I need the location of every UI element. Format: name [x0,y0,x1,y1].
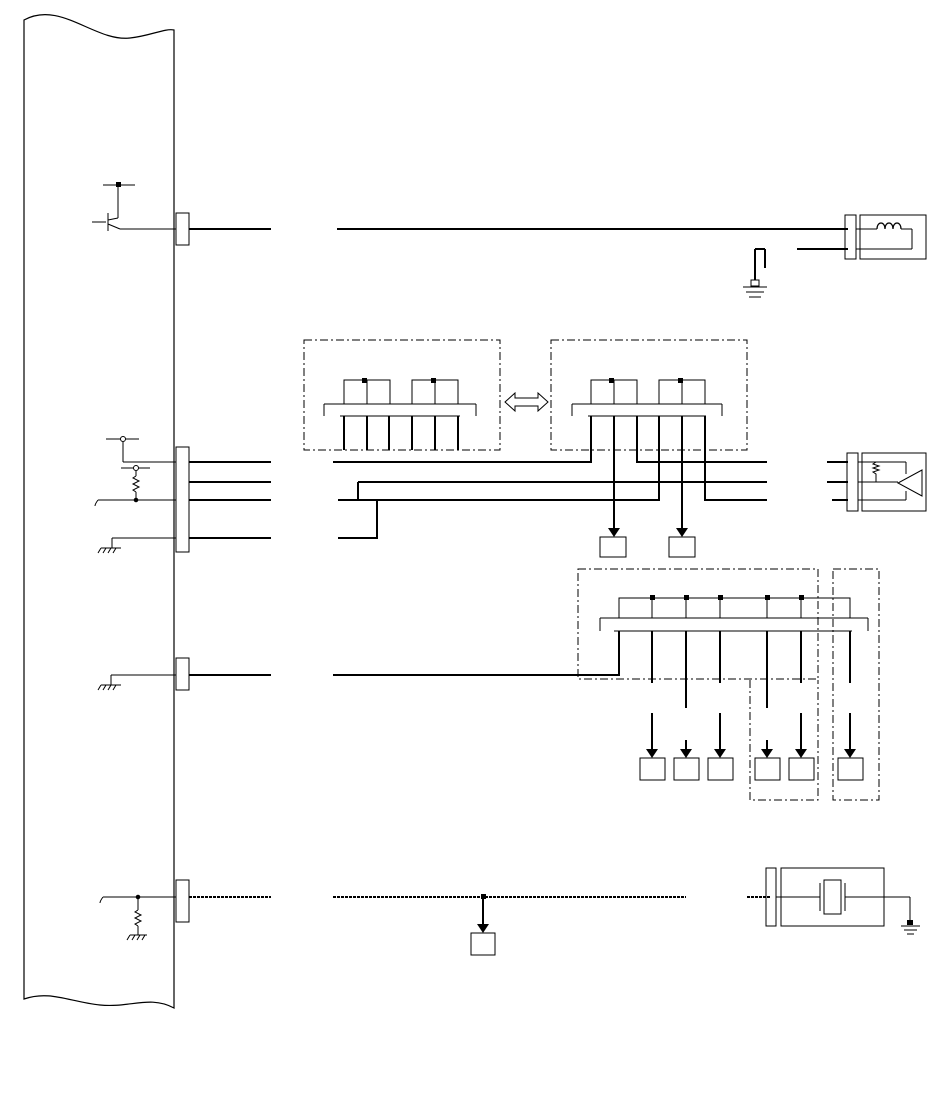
crystal-icon [823,879,842,915]
terminal-box [837,757,864,781]
connector-1 [175,212,190,246]
terminal-box [599,536,627,558]
connector-4 [175,879,190,923]
transistor-output-circuit [92,182,927,298]
arrow-down-icon [761,749,773,758]
resistor-icon [871,461,881,482]
double-arrow-icon [504,391,549,413]
arrow-down-icon [608,528,620,537]
arrow-down-icon [477,924,489,933]
arrow-down-icon [676,528,688,537]
arrow-down-icon [714,749,726,758]
terminal-box [707,757,734,781]
sensor-component [827,452,927,512]
arrow-down-icon [795,749,807,758]
terminal-box [754,757,781,781]
arrow-down-icon [844,749,856,758]
coil-connector [844,214,857,260]
terminal-box [668,536,696,558]
arrow-down-icon [680,749,692,758]
terminal-box [639,757,666,781]
ground-symbol [750,279,760,287]
arrow-down-icon [646,749,658,758]
coil-component [859,214,927,260]
connector-3 [175,657,190,691]
terminal-box [470,932,496,956]
terminal-box [788,757,815,781]
resistor-icon [131,475,141,493]
amplifier-icon [896,469,923,497]
module-block-right [550,339,748,451]
terminal-box [673,757,700,781]
resistor-icon [133,909,143,927]
coil-icon [876,222,902,230]
control-unit-outline [23,14,175,1010]
sensor-supply-circuit [94,436,190,554]
harness-group [97,568,880,801]
connector-2 [175,446,190,553]
sensor-signal-wires [189,416,767,539]
module-block-left [303,339,501,451]
shielded-circuit [99,867,920,956]
